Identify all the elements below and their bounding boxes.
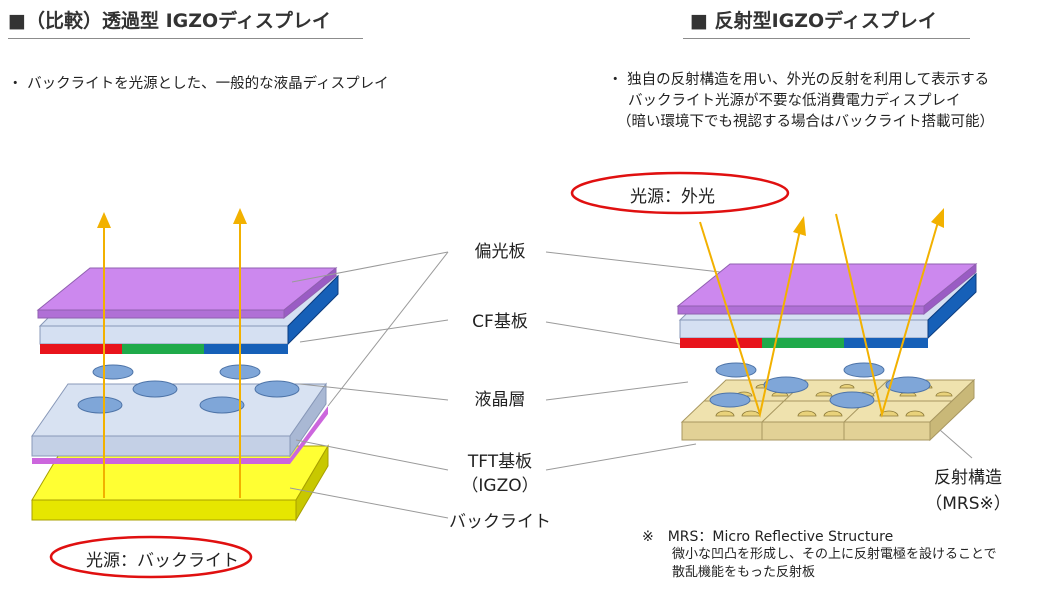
left-light-source-ellipse — [49, 535, 253, 579]
left-title-rule — [8, 38, 363, 39]
label-backlight: バックライト — [449, 512, 551, 532]
right-bullet-3: （暗い環境下でも視認する場合はバックライト搭載可能） — [617, 114, 994, 130]
label-liquid-crystal: 液晶層 — [474, 390, 526, 410]
right-light-source-ellipse — [570, 171, 790, 215]
right-reflector-mrs — [680, 378, 976, 442]
right-light-source-label: 光源：外光 — [630, 187, 715, 207]
left-title: ■（比較）透過型 IGZOディスプレイ — [8, 10, 331, 32]
note-mrs-description-2: 散乱機能をもった反射板 — [672, 565, 816, 580]
right-bullet-1: ・ 独自の反射構造を用い、外光の反射を利用して表示する — [608, 72, 990, 88]
label-mrs: （MRS※） — [925, 494, 1011, 514]
label-reflective-structure: 反射構造 — [934, 468, 1002, 488]
note-mrs-description-1: 微小な凹凸を形成し、その上に反射電極を設けることで — [672, 547, 997, 562]
right-title: ■ 反射型IGZOディスプレイ — [690, 10, 937, 32]
mrs-leader-line — [939, 429, 973, 459]
note-mrs-definition: ※ MRS：Micro Reflective Structure — [642, 529, 894, 545]
left-polarizer — [36, 266, 338, 320]
left-light-source-label: 光源：バックライト — [86, 551, 239, 571]
right-light-arrows — [699, 208, 944, 418]
left-bullet: ・ バックライトを光源とした、一般的な液晶ディスプレイ — [8, 76, 389, 92]
leader-lines — [289, 251, 721, 519]
label-tft-substrate: TFT基板 — [467, 452, 533, 472]
right-title-rule — [683, 38, 970, 39]
label-tft-igzo: （IGZO） — [461, 476, 539, 496]
label-cf-substrate: CF基板 — [472, 312, 528, 332]
right-bullet-2: バックライト光源が不要な低消費電力ディスプレイ — [628, 93, 961, 109]
right-polarizer — [676, 262, 978, 316]
left-backlight-panel — [31, 444, 329, 522]
left-light-arrows — [97, 208, 247, 498]
right-liquid-crystal — [709, 362, 931, 409]
label-polarizer: 偏光板 — [474, 242, 526, 262]
